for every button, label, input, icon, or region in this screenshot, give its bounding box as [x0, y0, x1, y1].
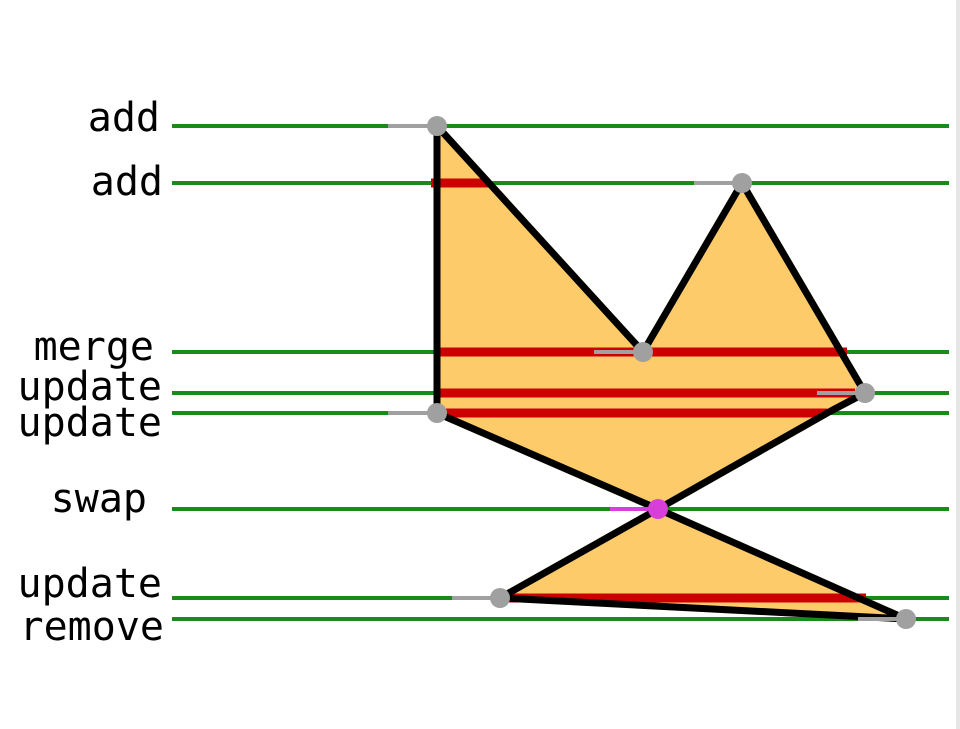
node: [427, 116, 447, 136]
row-label: add: [91, 159, 163, 205]
row-label: remove: [20, 604, 165, 650]
page-edge: [956, 0, 960, 729]
nodes: [427, 116, 916, 629]
row-label: update: [18, 364, 163, 410]
node: [732, 173, 752, 193]
row-label: merge: [34, 324, 154, 370]
node: [855, 383, 875, 403]
node: [490, 588, 510, 608]
node: [427, 403, 447, 423]
upper-outline: [433, 122, 869, 513]
region-outlines: [433, 122, 910, 623]
swap-node: [648, 499, 668, 519]
row-label: swap: [51, 476, 147, 522]
lower-outline: [496, 505, 910, 623]
row-label: add: [88, 95, 160, 141]
row-label: update: [18, 400, 163, 446]
operation-labels: add add merge update update swap update …: [18, 95, 165, 650]
node: [896, 609, 916, 629]
node: [633, 342, 653, 362]
row-label: update: [18, 561, 163, 607]
